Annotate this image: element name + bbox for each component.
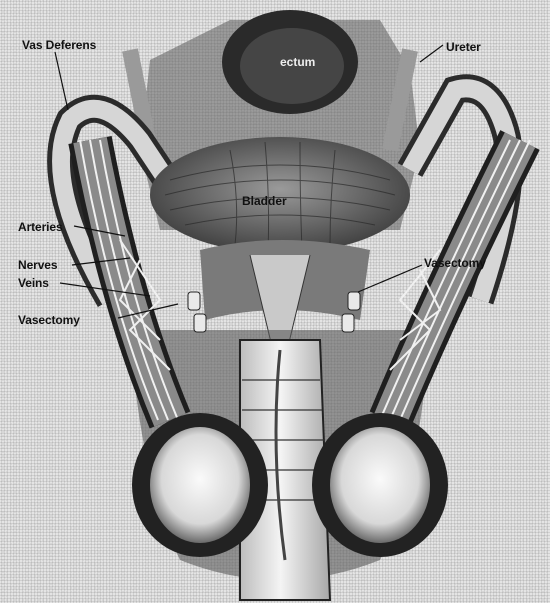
testis-right (312, 413, 448, 557)
vasectomy-right-label: Vasectomy (424, 256, 486, 270)
arteries-label: Arteries (18, 220, 63, 234)
rectum-label: ectum (280, 55, 315, 69)
veins-label: Veins (18, 276, 49, 290)
nerves-label: Nerves (18, 258, 57, 272)
vas-deferens-label: Vas Deferens (22, 38, 96, 52)
testis-left (132, 413, 268, 557)
vasectomy-mark-right (348, 292, 360, 310)
ureter-label: Ureter (446, 40, 481, 54)
leader-vas-deferens (55, 52, 68, 110)
vasectomy-mark-left (188, 292, 200, 310)
leader-vasectomy-right (358, 265, 422, 292)
leader-ureter (420, 45, 443, 62)
bladder-label: Bladder (242, 194, 287, 208)
vasectomy-left-label: Vasectomy (18, 313, 80, 327)
